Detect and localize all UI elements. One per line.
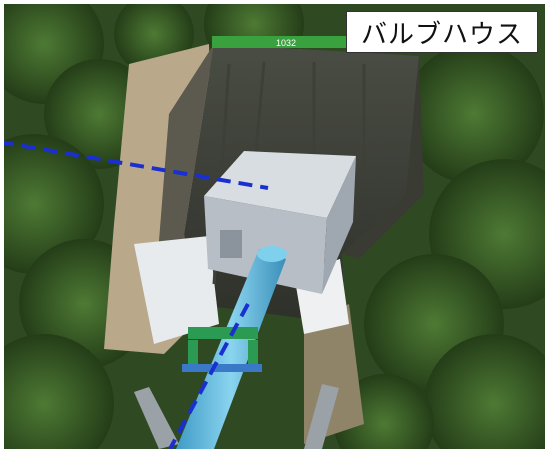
aerial-photo: 1032 xyxy=(4,4,545,449)
dashed-marker-lines xyxy=(4,140,269,449)
caption-label: バルブハウス xyxy=(346,11,538,53)
staircase xyxy=(134,384,339,449)
steel-frame xyxy=(182,327,262,372)
penstock-pipe xyxy=(176,246,287,449)
dashed-line-horizontal xyxy=(4,140,269,190)
signboard-text: 1032 xyxy=(276,38,296,48)
valve-house-building xyxy=(204,151,356,294)
dashed-line-diagonal xyxy=(168,303,250,449)
